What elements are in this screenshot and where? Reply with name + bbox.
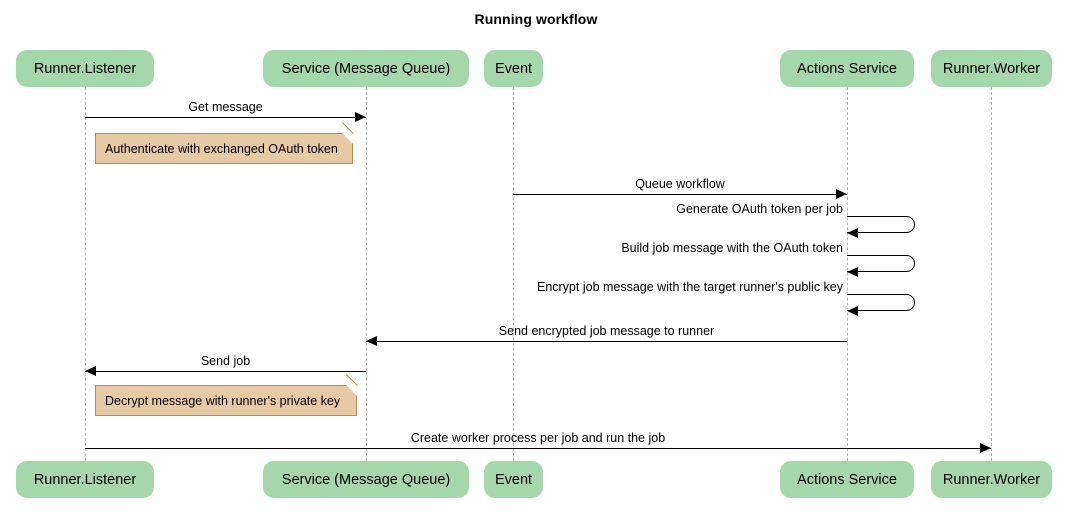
message-label-send-encrypted-job-message: Send encrypted job message to runner	[498, 324, 715, 338]
participant-footer-actions-service[interactable]: Actions Service	[780, 461, 914, 498]
lifeline-event	[513, 87, 514, 461]
participant-label: Event	[494, 471, 533, 488]
arrow-head-encrypt-job-message	[847, 305, 858, 316]
arrow-head-get-message	[355, 112, 366, 123]
message-label-create-worker-process: Create worker process per job and run th…	[410, 431, 666, 445]
participant-header-runner-listener[interactable]: Runner.Listener	[16, 50, 154, 87]
participant-label: Service (Message Queue)	[281, 60, 451, 77]
participant-label: Runner.Worker	[942, 60, 1041, 77]
message-label-encrypt-job-message: Encrypt job message with the target runn…	[536, 280, 843, 294]
message-label-send-job: Send job	[200, 354, 251, 368]
participant-footer-service-mq[interactable]: Service (Message Queue)	[263, 461, 469, 498]
note-authenticate: Authenticate with exchanged OAuth token	[95, 122, 353, 164]
participant-label: Actions Service	[797, 60, 897, 77]
lifeline-runner-listener	[85, 87, 86, 461]
diagram-title: Running workflow	[474, 11, 598, 27]
self-message-loop-encrypt-job-message	[847, 294, 915, 311]
arrow-head-generate-oauth-token	[847, 227, 858, 238]
participant-label: Event	[494, 60, 533, 77]
note-decrypt: Decrypt message with runner's private ke…	[95, 374, 357, 416]
arrow-head-send-encrypted-job-message	[366, 336, 377, 347]
message-line-create-worker-process	[85, 448, 991, 449]
participant-footer-event[interactable]: Event	[484, 461, 543, 498]
message-line-send-encrypted-job-message	[366, 341, 847, 342]
participant-footer-runner-listener[interactable]: Runner.Listener	[16, 461, 154, 498]
participant-label: Service (Message Queue)	[281, 471, 451, 488]
arrow-head-queue-workflow	[836, 189, 847, 200]
participant-header-service-mq[interactable]: Service (Message Queue)	[263, 50, 469, 87]
arrow-head-build-job-message	[847, 266, 858, 277]
lifeline-service-mq	[366, 87, 367, 461]
participant-footer-runner-worker[interactable]: Runner.Worker	[931, 461, 1052, 498]
participant-label: Runner.Worker	[942, 471, 1041, 488]
participant-header-event[interactable]: Event	[484, 50, 543, 87]
note-fold-edge	[341, 122, 353, 134]
message-label-build-job-message: Build job message with the OAuth token	[621, 241, 843, 255]
self-message-loop-build-job-message	[847, 255, 915, 272]
note-text: Decrypt message with runner's private ke…	[105, 393, 341, 408]
participant-header-actions-service[interactable]: Actions Service	[780, 50, 914, 87]
message-line-get-message	[85, 117, 366, 118]
note-fold-corner-icon	[346, 385, 357, 396]
message-line-queue-workflow	[513, 194, 847, 195]
message-label-generate-oauth-token: Generate OAuth token per job	[676, 202, 843, 216]
participant-header-runner-worker[interactable]: Runner.Worker	[931, 50, 1052, 87]
message-label-queue-workflow: Queue workflow	[635, 177, 725, 191]
arrow-head-create-worker-process	[980, 443, 991, 454]
arrow-head-send-job	[85, 366, 96, 377]
participant-label: Actions Service	[797, 471, 897, 488]
participant-label: Runner.Listener	[33, 60, 137, 77]
message-line-send-job	[85, 371, 366, 372]
lifeline-runner-worker	[991, 87, 992, 461]
participant-label: Runner.Listener	[33, 471, 137, 488]
message-label-get-message: Get message	[188, 100, 263, 114]
note-fold-corner-icon	[342, 133, 353, 144]
self-message-loop-generate-oauth-token	[847, 216, 915, 233]
note-text: Authenticate with exchanged OAuth token	[105, 141, 338, 156]
note-fold-edge	[345, 374, 357, 386]
